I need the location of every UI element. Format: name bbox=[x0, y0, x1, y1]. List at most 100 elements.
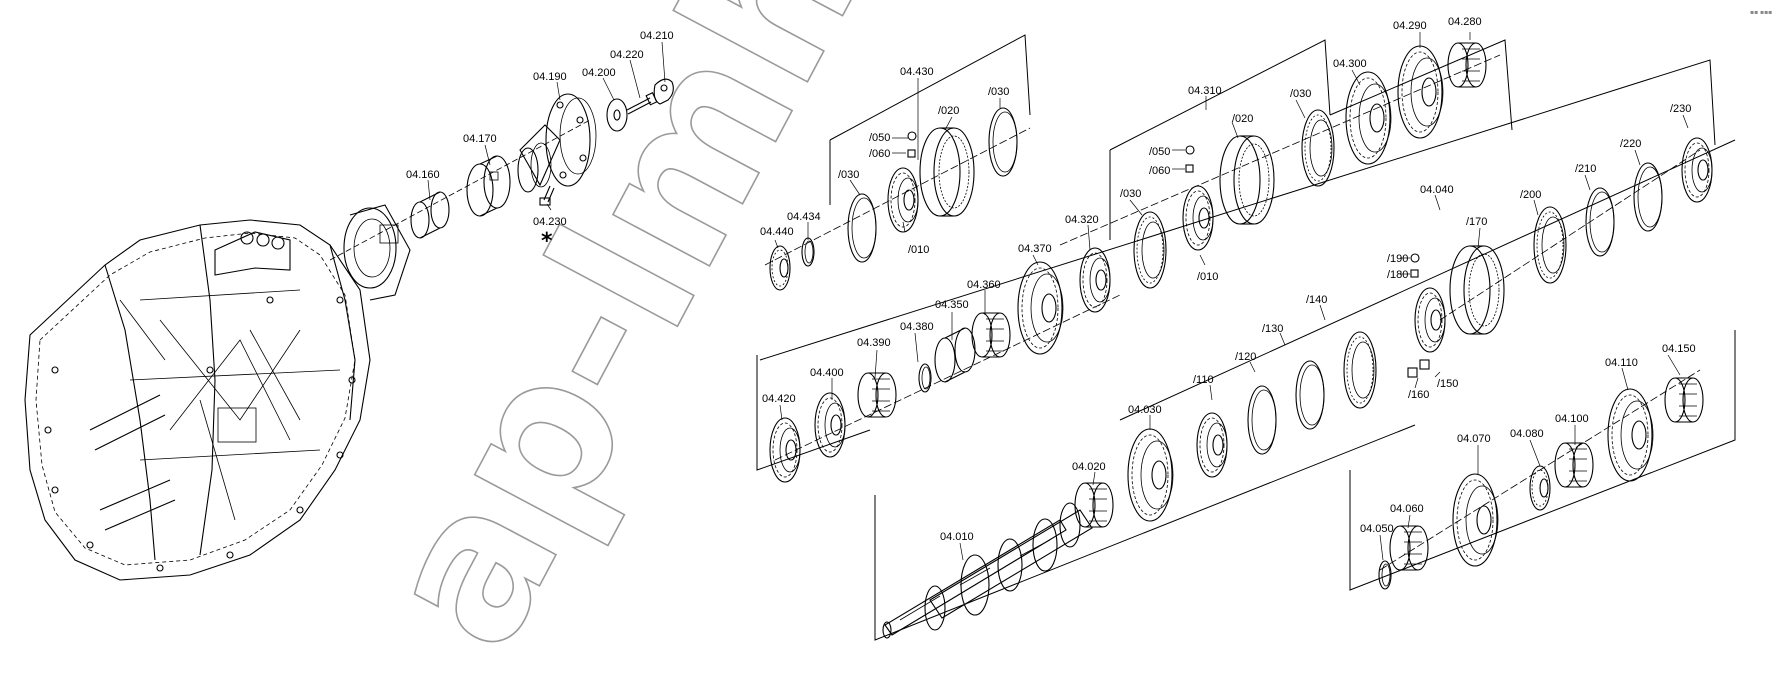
frame-04-420 bbox=[756, 355, 871, 471]
label-030c: /030 bbox=[1290, 88, 1311, 100]
axis-04-420 bbox=[774, 294, 1121, 461]
label-170: /170 bbox=[1466, 216, 1487, 228]
label-04-040: 04.040 bbox=[1420, 184, 1454, 196]
frame-04-310 bbox=[1109, 39, 1331, 240]
label-160: /160 bbox=[1408, 389, 1429, 401]
group-04-310 bbox=[1133, 42, 1487, 289]
label-04-350: 04.350 bbox=[935, 299, 969, 311]
gear-04-440 bbox=[769, 245, 791, 291]
label-230: /230 bbox=[1670, 103, 1691, 115]
label-04-070: 04.070 bbox=[1457, 433, 1491, 445]
bearing-04-020 bbox=[1074, 482, 1114, 528]
label-04-190: 04.190 bbox=[533, 71, 567, 83]
ring-220 bbox=[1633, 162, 1663, 232]
frame-04-300 bbox=[1329, 39, 1513, 131]
bearing-04-060 bbox=[1389, 525, 1429, 571]
ring-210 bbox=[1585, 187, 1615, 257]
label-030b: /030 bbox=[838, 169, 859, 181]
gear-04-030 bbox=[1127, 428, 1174, 522]
gear-110 bbox=[1196, 412, 1228, 478]
gear-04-110 bbox=[1607, 388, 1654, 482]
label-04-200: 04.200 bbox=[582, 67, 616, 79]
label-140: /140 bbox=[1306, 294, 1327, 306]
label-110: /110 bbox=[1193, 374, 1214, 386]
axis-04-430 bbox=[764, 127, 1031, 266]
leaders-cover bbox=[427, 41, 666, 211]
label-04-220: 04.220 bbox=[610, 49, 644, 61]
bearing-04-280 bbox=[1447, 42, 1487, 88]
label-010a: /010 bbox=[908, 244, 929, 256]
spacer-04-350 bbox=[934, 327, 976, 383]
label-04-050: 04.050 bbox=[1360, 523, 1394, 535]
frame-04-430 bbox=[829, 34, 1031, 205]
label-04-060: 04.060 bbox=[1390, 503, 1424, 515]
group-04-040 bbox=[1407, 137, 1713, 378]
label-04-300: 04.300 bbox=[1333, 58, 1367, 70]
label-04-380: 04.380 bbox=[900, 321, 934, 333]
label-180: /180 bbox=[1387, 269, 1408, 281]
rear-cover-assembly bbox=[329, 78, 674, 301]
label-020b: /020 bbox=[1232, 113, 1253, 125]
label-190: /190 bbox=[1387, 253, 1408, 265]
label-04-370: 04.370 bbox=[1018, 243, 1052, 255]
label-04-290: 04.290 bbox=[1393, 20, 1427, 32]
hub-010b bbox=[1182, 185, 1214, 251]
label-04-434: 04.434 bbox=[787, 211, 821, 223]
gear-04-080 bbox=[1529, 465, 1551, 511]
label-04-430: 04.430 bbox=[900, 66, 934, 78]
gear-04-400 bbox=[814, 392, 846, 458]
note-marker: * bbox=[541, 229, 553, 254]
label-04-400: 04.400 bbox=[810, 367, 844, 379]
hub-04-040 bbox=[1414, 287, 1446, 353]
label-04-280: 04.280 bbox=[1448, 16, 1482, 28]
label-04-230: 04.230 bbox=[533, 216, 567, 228]
frame-04-040-upper bbox=[759, 59, 1716, 361]
sync-ring-030a bbox=[847, 193, 877, 263]
sync-ring-030c bbox=[1133, 211, 1167, 289]
frame-04-010 bbox=[874, 424, 1416, 641]
label-030a: /030 bbox=[988, 86, 1009, 98]
ring-120 bbox=[1247, 385, 1277, 455]
label-130: /130 bbox=[1262, 323, 1283, 335]
label-04-390: 04.390 bbox=[857, 337, 891, 349]
label-030d: /030 bbox=[1120, 188, 1141, 200]
part-labels: 04.210 04.220 04.200 04.190 04.170 04.16… bbox=[406, 9, 1772, 543]
snap-ring-04-380 bbox=[918, 363, 932, 393]
bearing-04-150 bbox=[1664, 377, 1704, 423]
label-04-150: 04.150 bbox=[1662, 343, 1696, 355]
frame-04-150 bbox=[1349, 330, 1736, 591]
sleeve-020b bbox=[1219, 135, 1275, 225]
sync-ring-030d bbox=[1301, 109, 1335, 187]
gear-230 bbox=[1681, 137, 1713, 203]
label-04-010: 04.010 bbox=[940, 531, 974, 543]
snap-ring-04-434 bbox=[801, 237, 815, 267]
label-04-420: 04.420 bbox=[762, 393, 796, 405]
bearing-04-100 bbox=[1554, 442, 1594, 488]
label-04-080: 04.080 bbox=[1510, 428, 1544, 440]
label-060b: /060 bbox=[1149, 165, 1170, 177]
label-04-210: 04.210 bbox=[640, 30, 674, 42]
label-04-170: 04.170 bbox=[463, 133, 497, 145]
group-04-420 bbox=[769, 247, 1111, 483]
transmission-housing bbox=[24, 219, 371, 581]
label-200: /200 bbox=[1520, 189, 1541, 201]
ring-140 bbox=[1343, 331, 1377, 409]
gear-04-300 bbox=[1345, 71, 1392, 165]
sleeve-170 bbox=[1449, 245, 1505, 335]
frame-04-040-inner bbox=[1119, 139, 1736, 421]
bearing-04-390 bbox=[857, 372, 897, 418]
gear-04-290 bbox=[1397, 45, 1444, 139]
label-150: /150 bbox=[1437, 378, 1458, 390]
label-04-110: 04.110 bbox=[1605, 357, 1638, 369]
ring-200 bbox=[1533, 206, 1567, 284]
group-04-150 bbox=[1378, 377, 1704, 590]
label-04-160: 04.160 bbox=[406, 169, 440, 181]
label-050b: /050 bbox=[1149, 146, 1170, 158]
label-120: /120 bbox=[1235, 351, 1256, 363]
label-04-030: 04.030 bbox=[1128, 404, 1162, 416]
label-04-360: 04.360 bbox=[967, 279, 1001, 291]
label-020a: /020 bbox=[938, 105, 959, 117]
label-220: /220 bbox=[1620, 138, 1641, 150]
leader-lines bbox=[774, 32, 1689, 561]
